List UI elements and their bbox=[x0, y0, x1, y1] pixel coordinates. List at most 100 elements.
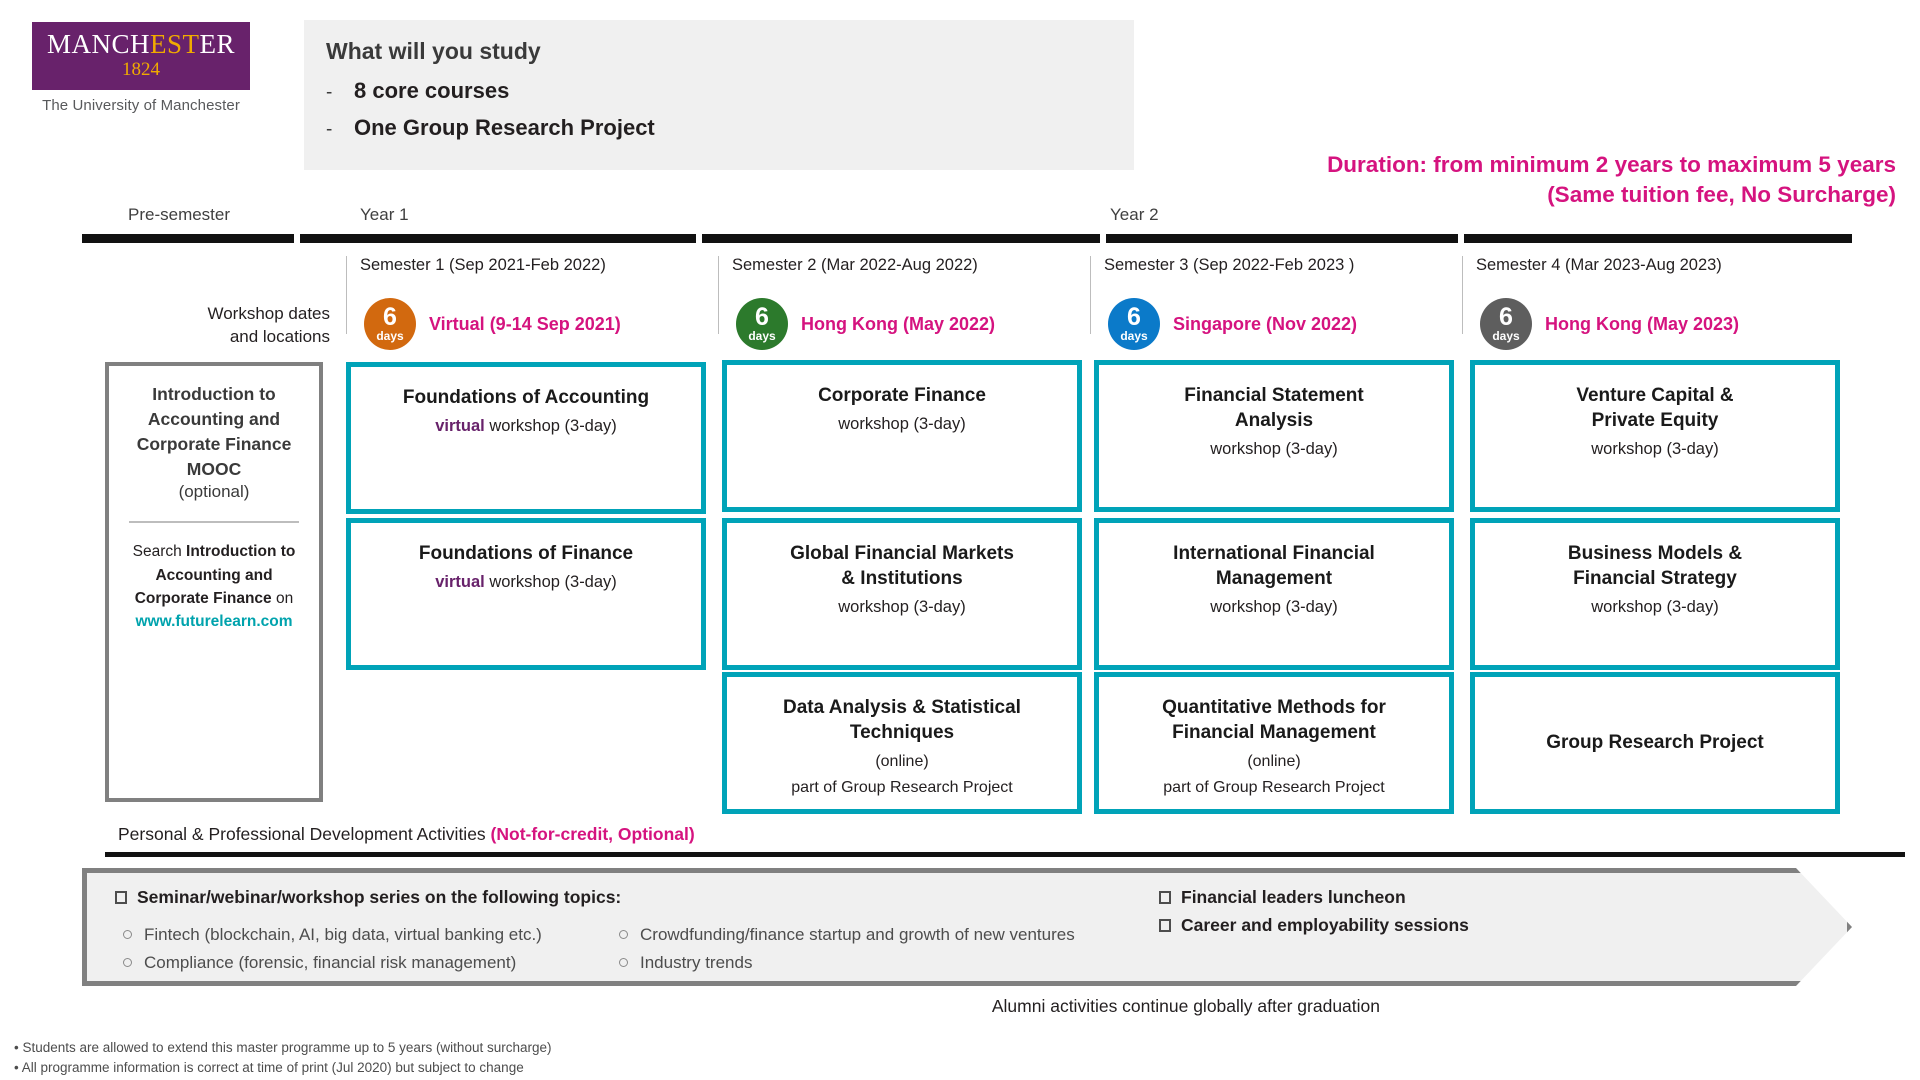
badge-unit: days bbox=[748, 329, 776, 343]
label-year-1: Year 1 bbox=[360, 205, 409, 224]
futurelearn-link[interactable]: www.futurelearn.com bbox=[135, 613, 293, 631]
course-title: Foundations of Accounting bbox=[402, 387, 650, 408]
circle-bullet-icon bbox=[619, 958, 628, 967]
six-days-badge-icon: 6 days bbox=[364, 298, 416, 350]
study-list-item: - 8 core courses bbox=[326, 78, 1134, 104]
mooc-search-instruction: Search Introduction to Accounting and Co… bbox=[119, 540, 309, 633]
study-list-item: - One Group Research Project bbox=[326, 115, 1134, 141]
virtual-tag: virtual bbox=[435, 573, 485, 592]
semester-header-label: Semester 1 (Sep 2021-Feb 2022) bbox=[360, 256, 606, 274]
checkbox-square-icon bbox=[115, 891, 127, 904]
ppd-topic-label: Industry trends bbox=[640, 953, 753, 972]
timeline-segment-sem1 bbox=[300, 234, 696, 243]
mooc-title-line-3: Corporate Finance bbox=[136, 433, 292, 454]
course-format: workshop (3-day) bbox=[1210, 598, 1338, 617]
workshop-location-label: Virtual (9-14 Sep 2021) bbox=[429, 313, 621, 334]
course-title-line-2: Management bbox=[1215, 568, 1333, 590]
mooc-divider bbox=[129, 521, 299, 524]
ppd-heading-badge: (Not-for-credit, Optional) bbox=[490, 824, 695, 844]
ppd-topic-label: Compliance (forensic, financial risk man… bbox=[144, 953, 517, 972]
checkbox-square-icon bbox=[1159, 891, 1171, 904]
workshop-label-line-1: Workshop dates bbox=[207, 304, 330, 323]
timeline-segment-sem4 bbox=[1464, 234, 1852, 243]
badge-number: 6 bbox=[755, 303, 769, 331]
six-days-badge-icon: 6 days bbox=[1480, 298, 1532, 350]
mooc-search-suffix: on bbox=[271, 589, 294, 607]
workshop-badge-group-3: 6 days Singapore (Nov 2022) bbox=[1108, 296, 1357, 352]
ppd-heading: Personal & Professional Development Acti… bbox=[118, 824, 695, 845]
course-title: Quantitative Methods for Financial Manag… bbox=[1162, 695, 1386, 745]
course-box-quantitative-methods[interactable]: Quantitative Methods for Financial Manag… bbox=[1094, 672, 1454, 814]
course-format: workshop (3-day) bbox=[1591, 598, 1719, 617]
workshop-badge-group-4: 6 days Hong Kong (May 2023) bbox=[1480, 296, 1739, 352]
timeline-segment-sem3 bbox=[1106, 234, 1458, 243]
course-box-foundations-accounting[interactable]: Foundations of Accounting virtual worksh… bbox=[346, 362, 706, 514]
ppd-topic-item: Compliance (forensic, financial risk man… bbox=[123, 953, 516, 973]
year-label-row: Pre-semester Year 1 Year 2 bbox=[0, 205, 1920, 233]
course-title-line-2: Techniques bbox=[849, 722, 955, 744]
course-title: Business Models & Financial Strategy bbox=[1568, 541, 1742, 591]
course-box-group-research-project[interactable]: Group Research Project bbox=[1470, 672, 1840, 814]
course-box-business-models[interactable]: Business Models & Financial Strategy wor… bbox=[1470, 518, 1840, 670]
six-days-badge-icon: 6 days bbox=[1108, 298, 1160, 350]
seminar-series-label: Seminar/webinar/workshop series on the f… bbox=[137, 887, 622, 907]
course-title: Corporate Finance bbox=[818, 385, 986, 406]
workshop-location-label: Singapore (Nov 2022) bbox=[1173, 313, 1358, 334]
mooc-title-line-2: Accounting and bbox=[147, 408, 281, 429]
duration-line-2: (Same tuition fee, No Surcharge) bbox=[1547, 181, 1896, 207]
badge-number: 6 bbox=[1127, 303, 1141, 331]
course-title-line-1: Venture Capital & bbox=[1576, 385, 1734, 406]
workshop-location-label: Hong Kong (May 2023) bbox=[1545, 313, 1740, 334]
column-divider bbox=[718, 256, 719, 334]
badge-unit: days bbox=[1120, 329, 1148, 343]
workshop-label-line-2: and locations bbox=[229, 326, 330, 346]
course-box-international-financial-management[interactable]: International Financial Management works… bbox=[1094, 518, 1454, 670]
course-title: Foundations of Finance bbox=[418, 543, 634, 564]
six-days-badge-icon: 6 days bbox=[736, 298, 788, 350]
workshop-badge-group-2: 6 days Hong Kong (May 2022) bbox=[736, 296, 995, 352]
course-title-line-2: Analysis bbox=[1234, 410, 1314, 432]
workshop-location-label: Hong Kong (May 2022) bbox=[801, 313, 996, 334]
badge-number: 6 bbox=[1499, 303, 1513, 331]
course-title-line-1: Data Analysis & Statistical bbox=[783, 697, 1021, 718]
course-box-financial-statement-analysis[interactable]: Financial Statement Analysis workshop (3… bbox=[1094, 360, 1454, 512]
workshop-badge-group-1: 6 days Virtual (9-14 Sep 2021) bbox=[364, 296, 621, 352]
university-logo: MANCHESTER 1824 The University of Manche… bbox=[32, 22, 250, 114]
course-box-foundations-finance[interactable]: Foundations of Finance virtual workshop … bbox=[346, 518, 706, 670]
mooc-title: Introduction to Accounting and Corporate… bbox=[119, 382, 309, 481]
circle-bullet-icon bbox=[123, 930, 132, 939]
column-divider bbox=[346, 256, 347, 334]
course-title-line-1: Business Models & bbox=[1567, 543, 1743, 564]
mooc-title-line-4: MOOC bbox=[186, 458, 242, 479]
course-title-line-1: Global Financial Markets bbox=[790, 543, 1014, 564]
column-divider bbox=[1090, 256, 1091, 334]
badge-unit: days bbox=[376, 329, 404, 343]
course-box-data-analysis[interactable]: Data Analysis & Statistical Techniques (… bbox=[722, 672, 1082, 814]
dash-bullet-icon: - bbox=[326, 119, 333, 140]
virtual-tag: virtual bbox=[435, 417, 485, 436]
mooc-box: Introduction to Accounting and Corporate… bbox=[105, 362, 323, 802]
ppd-divider bbox=[105, 852, 1905, 857]
label-year-2: Year 2 bbox=[1110, 205, 1159, 224]
mooc-optional-label: (optional) bbox=[178, 482, 250, 502]
course-note: part of Group Research Project bbox=[791, 779, 1013, 797]
study-panel-title: What will you study bbox=[326, 38, 541, 64]
label-pre-semester: Pre-semester bbox=[128, 205, 231, 224]
ppd-banner-content: Seminar/webinar/workshop series on the f… bbox=[87, 873, 1847, 981]
course-subtitle: virtual workshop (3-day) bbox=[435, 415, 617, 438]
ppd-topic-item: Industry trends bbox=[619, 953, 752, 973]
course-title-line-2: Financial Strategy bbox=[1573, 568, 1737, 590]
course-box-global-financial-markets[interactable]: Global Financial Markets & Institutions … bbox=[722, 518, 1082, 670]
ppd-topic-label: Crowdfunding/finance startup and growth … bbox=[640, 925, 1075, 944]
course-note: part of Group Research Project bbox=[1163, 779, 1385, 797]
course-box-corporate-finance[interactable]: Corporate Finance workshop (3-day) bbox=[722, 360, 1082, 512]
ppd-right-item-label: Career and employability sessions bbox=[1181, 915, 1469, 935]
semester-header-label: Semester 3 (Sep 2022-Feb 2023 ) bbox=[1104, 256, 1355, 274]
course-title-line-2: & Institutions bbox=[841, 568, 963, 590]
course-title-line-2: Private Equity bbox=[1591, 410, 1719, 432]
what-will-you-study-panel: What will you study - 8 core courses - O… bbox=[304, 20, 1134, 170]
footnote-1: • Students are allowed to extend this ma… bbox=[14, 1040, 552, 1055]
course-box-venture-capital[interactable]: Venture Capital & Private Equity worksho… bbox=[1470, 360, 1840, 512]
badge-number: 6 bbox=[383, 303, 397, 331]
alumni-note: Alumni activities continue globally afte… bbox=[991, 996, 1380, 1016]
